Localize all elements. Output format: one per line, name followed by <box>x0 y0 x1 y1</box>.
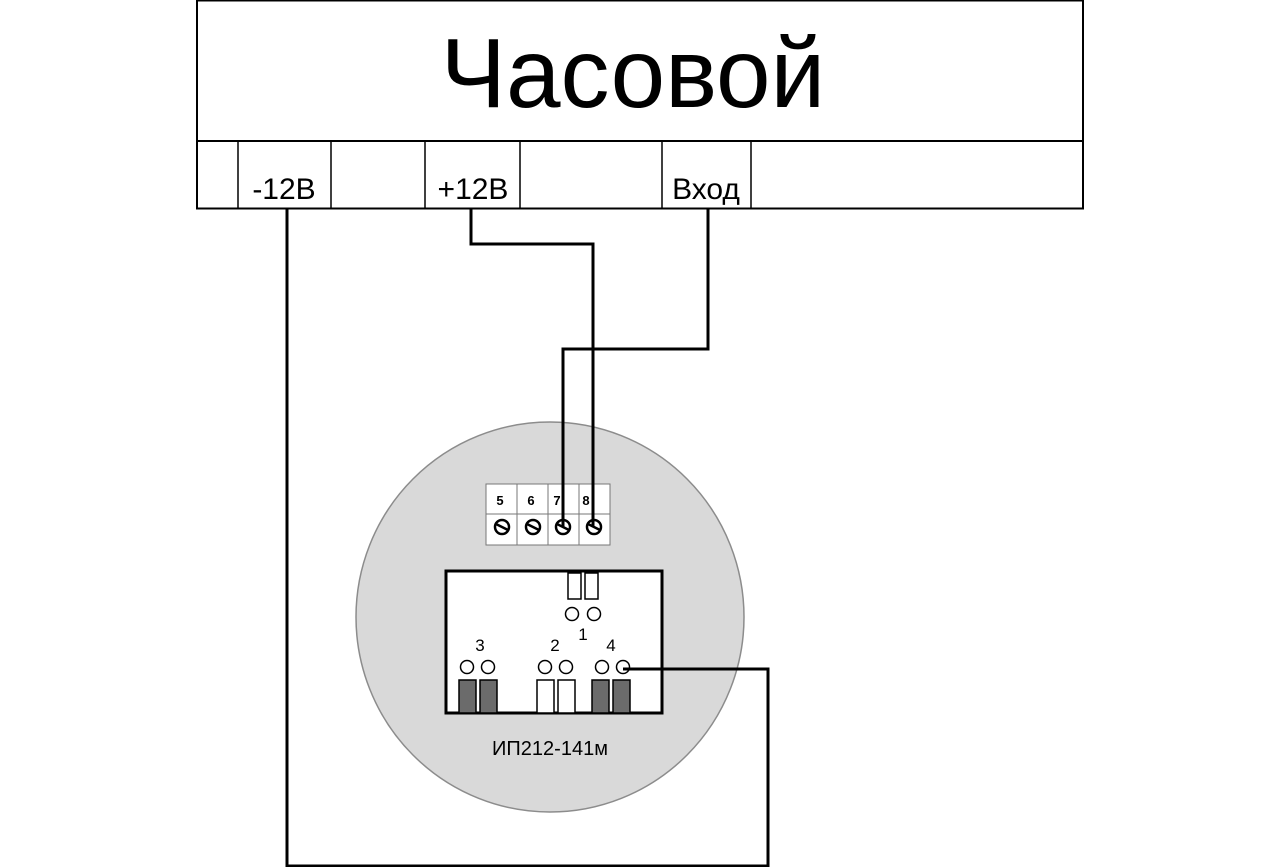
contact-2: 2 <box>536 636 576 714</box>
contact-3: 3 <box>458 636 498 714</box>
terminal-number-5: 5 <box>496 493 503 508</box>
screw-icon <box>524 518 542 536</box>
terminal-strip <box>237 141 752 208</box>
contact-number-3: 3 <box>475 636 484 655</box>
terminal-minus-12v: -12В <box>252 173 315 206</box>
wire-minus-12v <box>285 208 770 867</box>
detector-model-label: ИП212-141м <box>492 738 608 760</box>
detector: 5 6 7 8 <box>355 421 745 813</box>
terminal-number-8: 8 <box>582 493 589 508</box>
control-panel: Часовой -12В +12В Вход <box>196 0 1084 210</box>
terminal-number-7: 7 <box>553 493 560 508</box>
panel-title: Часовой <box>441 18 826 128</box>
screw-icon <box>493 518 511 536</box>
contact-number-1: 1 <box>578 625 587 644</box>
contact-number-4: 4 <box>606 636 615 655</box>
wires <box>285 208 770 867</box>
panel-outline <box>196 0 1084 210</box>
contact-4: 4 <box>591 636 631 714</box>
contact-1: 1 <box>564 572 602 644</box>
wire-input <box>561 208 710 527</box>
terminal-input: Вход <box>672 173 740 206</box>
contact-panel: 1 3 2 4 <box>444 569 664 715</box>
terminal-block: 5 6 7 8 <box>485 483 611 546</box>
wire-plus-12v <box>469 208 595 527</box>
terminal-number-6: 6 <box>527 493 534 508</box>
terminal-plus-12v: +12В <box>438 173 509 206</box>
contact-number-2: 2 <box>550 636 559 655</box>
